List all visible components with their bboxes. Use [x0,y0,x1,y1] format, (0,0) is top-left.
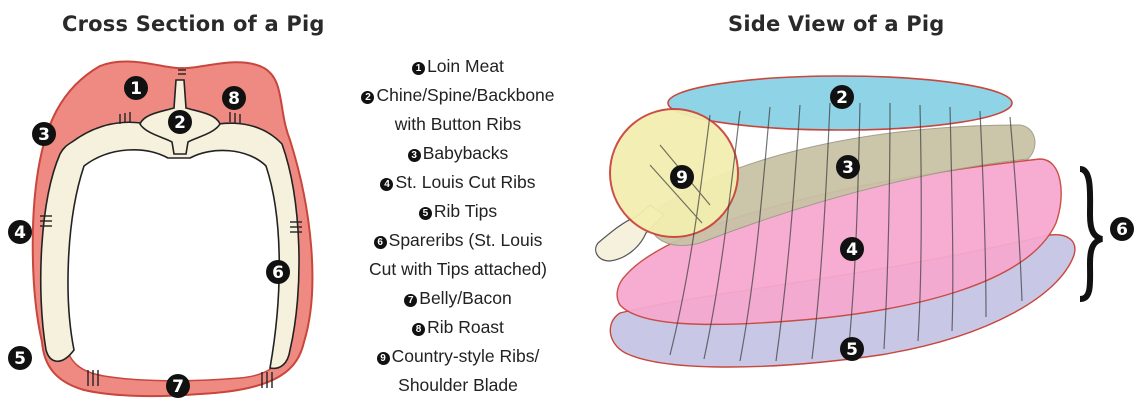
legend-number-badge: 2 [361,91,374,104]
number-badge: 9 [670,165,694,189]
badge-number: 5 [846,340,858,360]
legend-number-badge: 3 [408,149,421,162]
number-badge: 4 [8,220,32,244]
number-badge: 2 [830,85,854,109]
number-badge: 5 [840,337,864,361]
curly-brace-icon [1080,169,1102,299]
legend-label: Shoulder Blade [398,375,518,395]
legend-number-badge: 6 [374,236,387,249]
badge-number: 2 [836,88,848,108]
number-badge: 2 [168,110,192,134]
number-badge: 6 [1110,217,1134,241]
number-badge: 1 [124,76,148,100]
side-view-diagram: 2 3 4 5 9 6 [590,55,1140,395]
legend-number-badge: 7 [404,294,417,307]
legend-label: Country-style Ribs/ [392,346,540,366]
number-badge: 6 [266,260,290,284]
number-badge: 7 [166,374,190,398]
legend-label: St. Louis Cut Ribs [395,172,535,192]
legend-item-6-cont: Cut with Tips attached) [322,255,594,284]
badge-number: 3 [38,125,50,145]
legend-item-9-cont: Shoulder Blade [322,371,594,400]
legend-number-badge: 1 [412,62,425,75]
badge-number: 5 [14,349,26,369]
badge-number: 1 [130,79,142,99]
badge-number: 6 [272,263,284,283]
number-badge: 8 [222,86,246,110]
legend-label: Belly/Bacon [419,288,511,308]
cavity [59,143,291,380]
legend-label: Chine/Spine/Backbone [376,85,554,105]
cross-section-diagram: 1 2 3 4 5 6 7 8 [0,50,320,402]
number-badge: 4 [840,237,864,261]
legend-number-badge: 4 [380,178,393,191]
badge-number: 9 [676,168,688,188]
badge-number: 4 [14,223,26,243]
legend-label: Spareribs (St. Louis [389,230,543,250]
side-view-title: Side View of a Pig [728,12,945,36]
legend-number-badge: 8 [412,323,425,336]
legend-item-2-cont: with Button Ribs [322,110,594,139]
legend-label: Cut with Tips attached) [369,259,547,279]
number-badge: 3 [836,155,860,179]
legend-number-badge: 9 [377,352,390,365]
badge-number: 8 [228,89,240,109]
number-badge: 5 [8,346,32,370]
badge-number: 4 [846,240,858,260]
badge-number: 7 [172,377,184,397]
badge-number: 2 [174,113,186,133]
legend-label: Babybacks [423,143,509,163]
legend-number-badge: 5 [419,207,432,220]
number-badge: 3 [32,122,56,146]
legend-label: Loin Meat [427,56,504,76]
badge-number: 3 [842,158,854,178]
badge-number: 6 [1116,220,1128,240]
legend-label: Rib Tips [434,201,497,221]
legend-label: with Button Ribs [395,114,521,134]
legend-label: Rib Roast [427,317,504,337]
cross-section-title: Cross Section of a Pig [62,12,325,36]
